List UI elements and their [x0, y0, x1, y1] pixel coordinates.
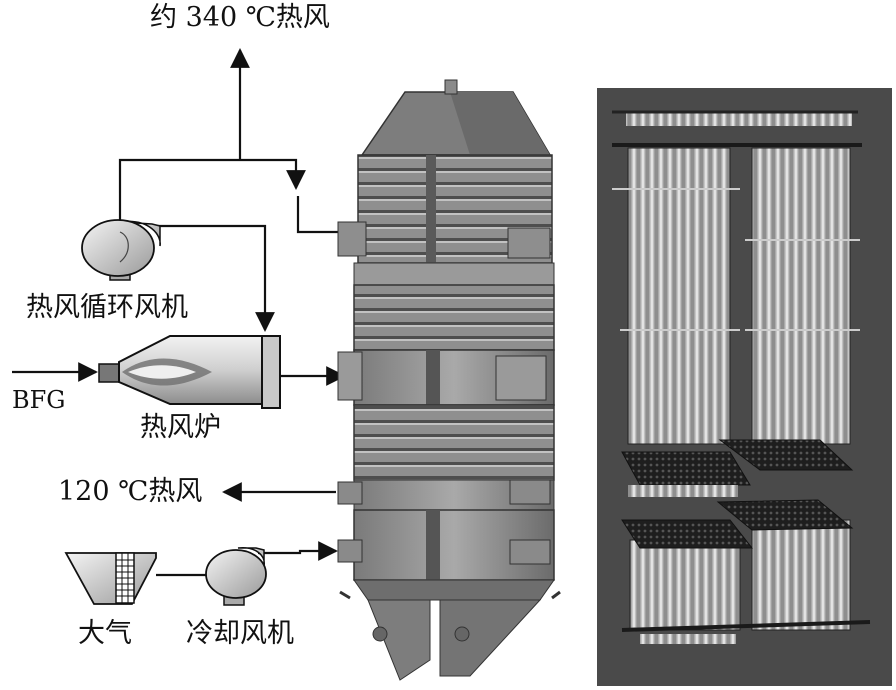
fan-to-stove-line: [152, 224, 275, 332]
hot-stove-icon: [98, 335, 281, 409]
circulation-fan-icon: [81, 219, 161, 281]
heat-exchanger-tower: [337, 79, 561, 681]
cooling-fan-outlet-line: [258, 541, 338, 561]
air-filter-icon: [64, 552, 157, 605]
label-hot-air-340: 约 340 ℃热风: [150, 2, 330, 33]
label-cooling-fan: 冷却风机: [186, 618, 294, 649]
label-atmosphere: 大气: [78, 618, 132, 649]
header-line: [118, 158, 306, 193]
tower-return-line: [296, 196, 338, 234]
label-hot-air-120: 120 ℃热风: [58, 476, 203, 507]
tube-bundle-render: [597, 88, 892, 686]
label-hot-stove: 热风炉: [140, 412, 221, 443]
label-circulation-fan: 热风循环风机: [26, 292, 188, 323]
label-bfg: BFG: [12, 386, 66, 414]
flow-lines: [12, 48, 346, 585]
cooling-fan-icon: [205, 547, 267, 606]
